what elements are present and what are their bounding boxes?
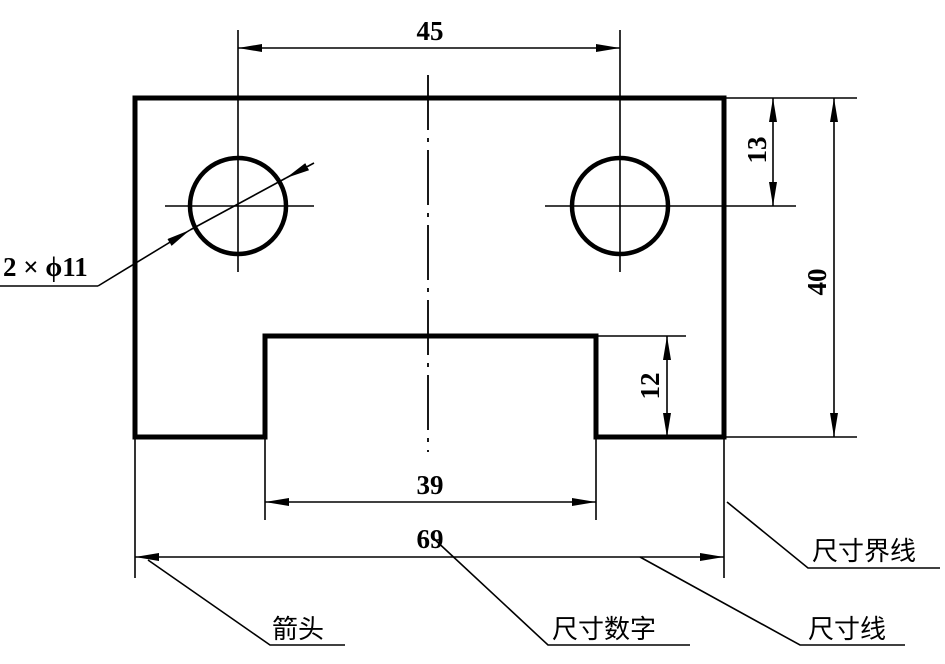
hole-spec-text: 2 × ϕ11 (3, 252, 88, 282)
dim-text-13: 13 (742, 137, 772, 164)
dim-text-45: 45 (417, 16, 444, 46)
dim-text-69: 69 (417, 524, 444, 554)
label-dimension-number: 尺寸数字 (552, 615, 656, 645)
label-extension-line: 尺寸界线 (812, 537, 916, 567)
dim-text-39: 39 (417, 470, 444, 500)
dim-text-40: 40 (802, 269, 832, 296)
annotation-leaders (147, 501, 940, 646)
label-dimension-line: 尺寸线 (808, 615, 886, 645)
hole-centerlines (165, 30, 796, 272)
label-arrowhead: 箭头 (272, 615, 324, 645)
dim-text-12: 12 (635, 373, 665, 400)
dimension-lines (135, 44, 838, 561)
diameter-leader (0, 162, 315, 287)
